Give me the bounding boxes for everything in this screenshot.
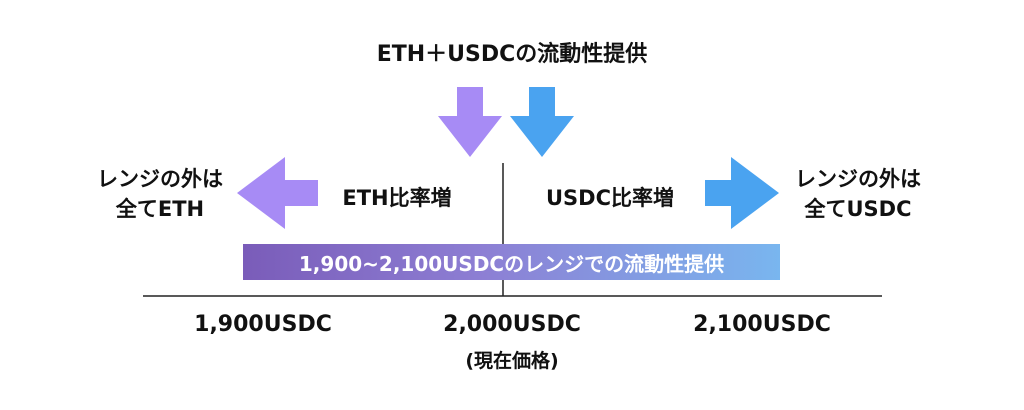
right-outside-line1: レンジの外は — [795, 167, 921, 191]
left-outside-line1: レンジの外は — [97, 167, 223, 191]
usdc-down-arrow — [510, 87, 574, 157]
usdc-right-arrow — [705, 157, 779, 229]
right-outside-note: レンジの外は 全てUSDC — [795, 164, 921, 224]
left-outside-line2: 全てETH — [115, 197, 205, 221]
range-bar-label: 1,900~2,100USDCのレンジでの流動性提供 — [298, 251, 725, 276]
eth-down-arrow — [438, 87, 502, 157]
eth-ratio-label: ETH比率増 — [342, 186, 452, 210]
diagram-title: ETH＋USDCの流動性提供 — [376, 42, 648, 67]
eth-left-arrow — [237, 157, 318, 229]
current-price-note: (現在価格) — [465, 350, 559, 372]
tick-label-current: 2,000USDC — [443, 312, 581, 337]
liquidity-range-bar: 1,900~2,100USDCのレンジでの流動性提供 — [243, 244, 780, 280]
tick-label-high: 2,100USDC — [693, 312, 831, 337]
usdc-ratio-label: USDC比率増 — [545, 186, 675, 210]
tick-label-low: 1,900USDC — [194, 312, 332, 337]
right-outside-line2: 全てUSDC — [804, 197, 912, 221]
left-outside-note: レンジの外は 全てETH — [97, 164, 223, 224]
